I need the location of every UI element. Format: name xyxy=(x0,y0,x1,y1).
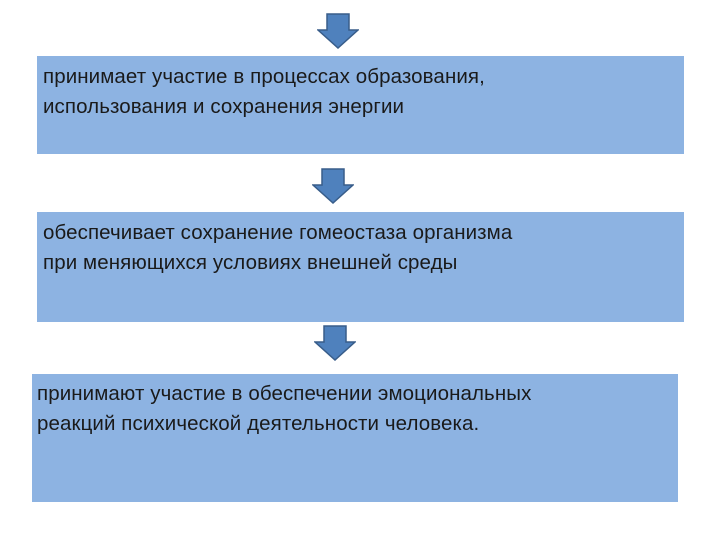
flow-box-text-line: при меняющихся условиях внешней среды xyxy=(43,251,458,274)
flow-box-text-line: обеспечивает сохранение гомеостаза орган… xyxy=(43,221,513,244)
flow-box-emotional-reactions: принимают участие в обеспечении эмоциона… xyxy=(32,374,678,502)
down-arrow-icon xyxy=(317,13,359,49)
flow-box-energy: принимает участие в процессах образовани… xyxy=(37,56,684,154)
flow-box-text-line: использования и сохранения энергии xyxy=(43,95,405,118)
flow-box-text-line: принимает участие в процессах образовани… xyxy=(43,65,485,88)
down-arrow-icon xyxy=(314,325,356,361)
flow-box-text-line: реакций психической деятельности человек… xyxy=(37,412,480,435)
flow-box-text-line: принимают участие в обеспечении эмоциона… xyxy=(37,382,532,405)
flow-box-homeostasis: обеспечивает сохранение гомеостаза орган… xyxy=(37,212,684,322)
down-arrow-icon xyxy=(312,168,354,204)
